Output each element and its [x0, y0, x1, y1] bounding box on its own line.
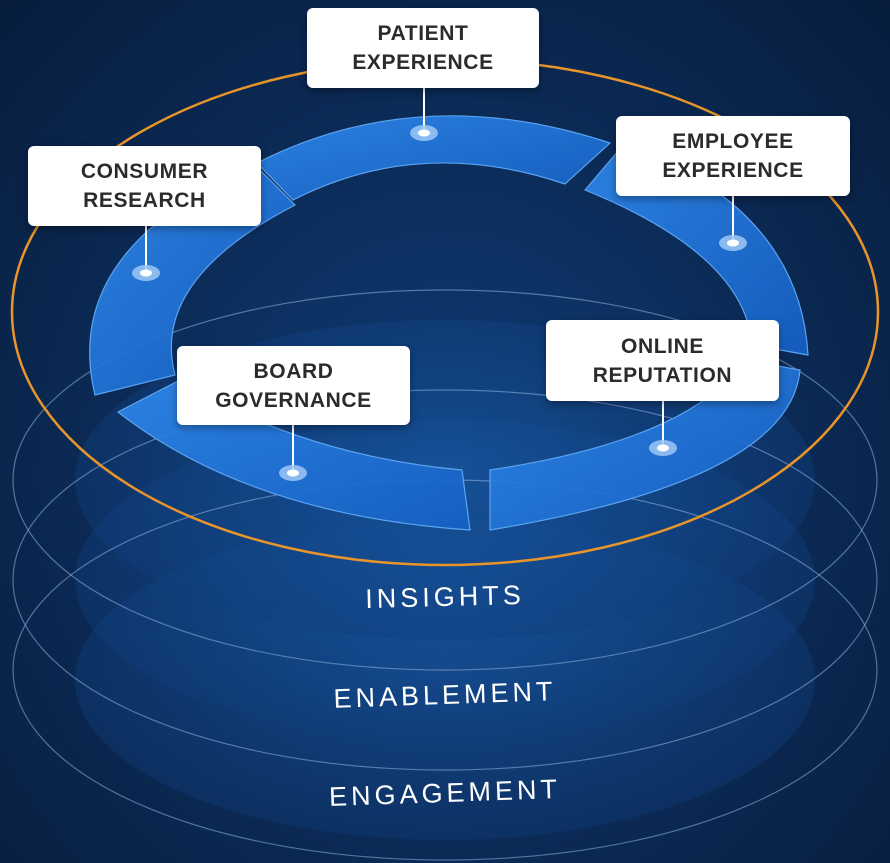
callout-patient-experience: PATIENT EXPERIENCE	[307, 8, 539, 88]
ring-segment	[256, 115, 612, 201]
anchor-dot	[410, 125, 438, 141]
callout-employee-experience: EMPLOYEE EXPERIENCE	[616, 116, 850, 196]
callout-consumer-research: CONSUMER RESEARCH	[28, 146, 261, 226]
anchor-dots	[132, 125, 747, 481]
callout-connectors	[145, 88, 734, 470]
anchor-dot	[279, 465, 307, 481]
callout-line-2: RESEARCH	[83, 189, 206, 212]
anchor-dot	[649, 440, 677, 456]
callout-line-2: REPUTATION	[592, 363, 733, 387]
outline-ring-2	[12, 389, 878, 771]
layer-label-insights: INSIGHTS	[364, 579, 526, 615]
callout-line-2: EXPERIENCE	[352, 51, 494, 74]
ring-segment	[489, 359, 801, 531]
callout-board-governance: BOARD GOVERNANCE	[177, 346, 410, 425]
anchor-dot	[132, 265, 160, 281]
callout-line-1: PATIENT	[377, 22, 469, 45]
anchor-dot	[719, 235, 747, 251]
callout-line-2: EXPERIENCE	[662, 159, 804, 182]
outline-ring-1	[12, 289, 878, 671]
callout-online-reputation: ONLINE REPUTATION	[546, 320, 779, 401]
callout-line-1: CONSUMER	[80, 160, 209, 183]
callout-line-2: GOVERNANCE	[215, 388, 372, 412]
callout-line-1: BOARD	[253, 359, 334, 383]
callout-line-1: EMPLOYEE	[672, 130, 794, 153]
callout-line-1: ONLINE	[621, 334, 704, 358]
